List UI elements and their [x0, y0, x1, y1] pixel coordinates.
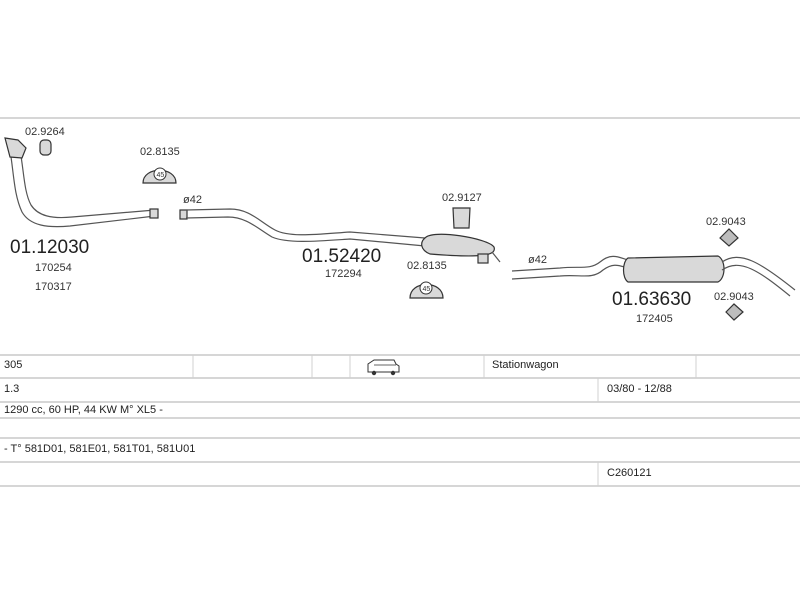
rear-silencer-part	[511, 255, 796, 297]
clamp-ring-icon	[39, 139, 52, 156]
accessory-label-clamp: 02.9264	[25, 126, 65, 138]
table-production-period: 03/80 - 12/88	[607, 383, 672, 395]
part-number-1: 01.12030	[10, 237, 89, 258]
pipe-diameter-2: ø42	[528, 254, 547, 266]
bracket-hanger-icon	[719, 228, 739, 247]
rubber-hanger-icon: 45	[142, 167, 177, 184]
station-wagon-icon	[367, 359, 400, 376]
rubber-mount-icon	[452, 207, 471, 229]
table-engine: 1290 cc, 60 HP, 44 KW M° XL5 -	[4, 404, 163, 416]
bracket-hanger-2-icon	[725, 303, 744, 321]
accessory-label-hanger-2: 02.9127	[442, 192, 482, 204]
accessory-label-hanger-4: 02.9043	[706, 216, 746, 228]
pipe-end-cap-2-icon	[477, 253, 489, 264]
table-type-codes: - T° 581D01, 581E01, 581T01, 581U01	[4, 443, 196, 455]
part-number-2: 01.52420	[302, 246, 381, 267]
accessory-label-hanger-3: 02.8135	[407, 260, 447, 272]
pipe-start-cap-icon	[179, 209, 188, 220]
pipe-diameter-1: ø42	[183, 194, 202, 206]
flange-icon	[4, 137, 27, 159]
table-model: 305	[4, 359, 23, 371]
svg-text:45: 45	[423, 286, 431, 293]
part-ref-1a: 170254	[35, 262, 72, 274]
part-ref-2: 172294	[325, 268, 362, 280]
spec-table-lines	[0, 354, 800, 487]
middle-pipe-part	[179, 208, 501, 264]
part-ref-1b: 170317	[35, 281, 72, 293]
middle-silencer-icon	[421, 233, 495, 257]
table-variant: 1.3	[4, 383, 20, 395]
part-number-3: 01.63630	[612, 289, 691, 310]
part-ref-3: 172405	[636, 313, 673, 325]
table-body-type: Stationwagon	[492, 359, 559, 371]
front-pipe-part	[4, 137, 159, 228]
accessory-label-hanger-1: 02.8135	[140, 146, 180, 158]
svg-text:45: 45	[157, 172, 165, 179]
accessory-label-hanger-5: 02.9043	[714, 291, 754, 303]
table-catalog-code: C260121	[607, 467, 652, 479]
rubber-hanger-2-icon: 45	[409, 281, 444, 299]
rear-silencer-icon	[622, 255, 725, 283]
pipe-end-cap-icon	[149, 208, 159, 219]
